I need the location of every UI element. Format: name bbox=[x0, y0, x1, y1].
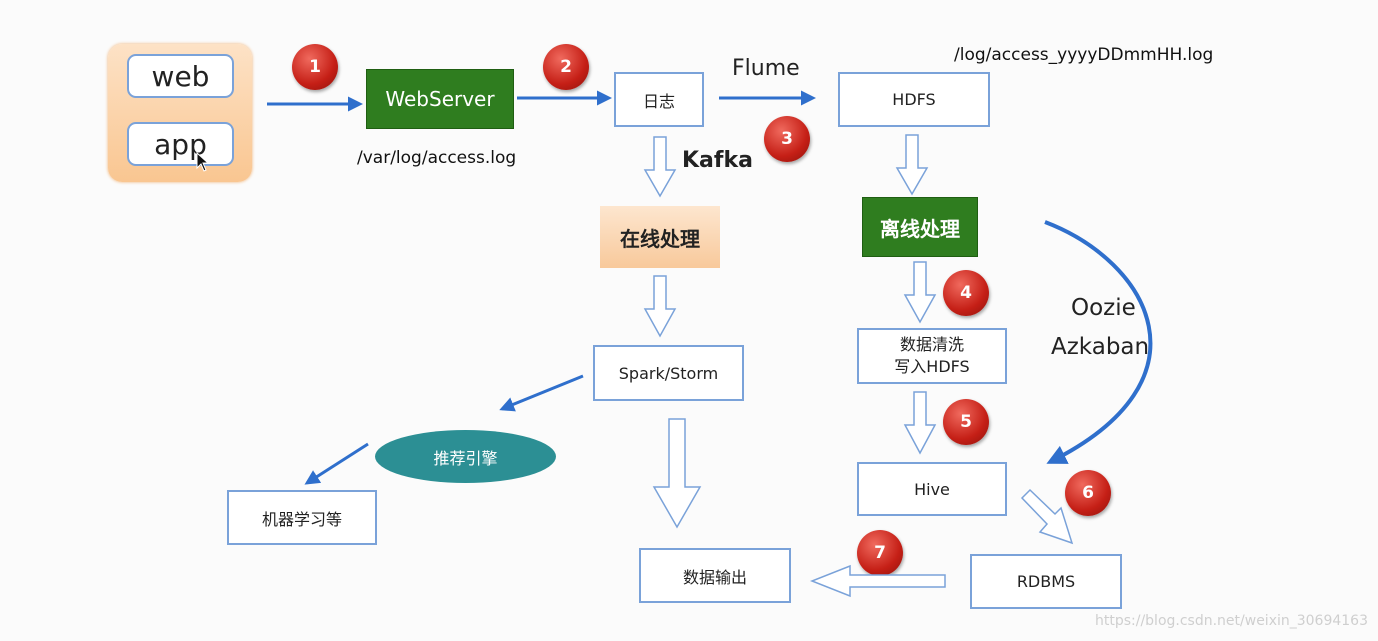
web-client-box: web bbox=[127, 54, 234, 98]
mouse-cursor-icon bbox=[196, 152, 210, 172]
step-badge-1: 1 bbox=[292, 44, 338, 90]
step-badge-7: 7 bbox=[857, 530, 903, 576]
webserver-label: WebServer bbox=[385, 87, 495, 111]
web-client-label: web bbox=[151, 59, 210, 93]
arrow-spark-to-recommend bbox=[499, 374, 584, 412]
data-output-node: 数据输出 bbox=[639, 548, 791, 603]
hollow-arrow-hdfs-to-offline bbox=[895, 134, 929, 196]
hive-node: Hive bbox=[857, 462, 1007, 516]
hollow-arrow-hive-to-rdbms bbox=[1020, 488, 1074, 545]
spark-storm-label: Spark/Storm bbox=[618, 363, 719, 383]
hollow-arrow-log-to-online bbox=[643, 136, 677, 198]
rdbms-label: RDBMS bbox=[1016, 572, 1076, 591]
hollow-arrow-offline-to-clean bbox=[903, 261, 937, 324]
hdfs-label: HDFS bbox=[892, 90, 936, 109]
step-badge-3: 3 bbox=[764, 116, 810, 162]
hdfs-path-label: /log/access_yyyyDDmmHH.log bbox=[954, 45, 1214, 65]
step-badge-4: 4 bbox=[943, 270, 989, 316]
azkaban-label: Azkaban bbox=[1051, 334, 1150, 360]
hive-label: Hive bbox=[914, 479, 950, 499]
hdfs-node: HDFS bbox=[838, 72, 990, 127]
app-client-box: app bbox=[127, 122, 234, 166]
data-cleaning-label-line1: 数据清洗 bbox=[899, 335, 964, 354]
step-badge-6: 6 bbox=[1065, 470, 1111, 516]
arrow-recommend-to-ml bbox=[304, 442, 369, 485]
online-processing-label: 在线处理 bbox=[620, 226, 700, 251]
access-log-path-label: /var/log/access.log bbox=[357, 148, 517, 168]
data-cleaning-node: 数据清洗 写入HDFS bbox=[857, 328, 1007, 384]
log-node: 日志 bbox=[614, 72, 704, 127]
recommendation-engine-label: 推荐引擎 bbox=[433, 448, 498, 468]
log-label: 日志 bbox=[642, 91, 675, 111]
hollow-arrow-online-to-spark bbox=[643, 275, 677, 338]
data-cleaning-label-line2: 写入HDFS bbox=[894, 357, 970, 376]
online-processing-node: 在线处理 bbox=[600, 206, 720, 268]
kafka-label: Kafka bbox=[682, 148, 753, 173]
offline-processing-label: 离线处理 bbox=[880, 216, 960, 241]
hollow-arrow-spark-to-output bbox=[652, 418, 702, 529]
step-badge-2: 2 bbox=[543, 44, 589, 90]
webserver-node: WebServer bbox=[366, 69, 514, 129]
watermark: https://blog.csdn.net/weixin_30694163 bbox=[1094, 613, 1368, 629]
machine-learning-node: 机器学习等 bbox=[227, 490, 377, 545]
recommendation-engine-node: 推荐引擎 bbox=[375, 430, 556, 483]
flume-label: Flume bbox=[732, 56, 800, 81]
rdbms-node: RDBMS bbox=[970, 554, 1122, 609]
hollow-arrow-clean-to-hive bbox=[903, 391, 937, 455]
data-output-label: 数据输出 bbox=[682, 567, 747, 587]
oozie-label: Oozie bbox=[1071, 295, 1136, 321]
client-group: web app bbox=[108, 44, 252, 182]
spark-storm-node: Spark/Storm bbox=[593, 345, 744, 401]
step-badge-5: 5 bbox=[943, 399, 989, 445]
machine-learning-label: 机器学习等 bbox=[261, 509, 342, 529]
offline-processing-node: 离线处理 bbox=[862, 197, 978, 257]
